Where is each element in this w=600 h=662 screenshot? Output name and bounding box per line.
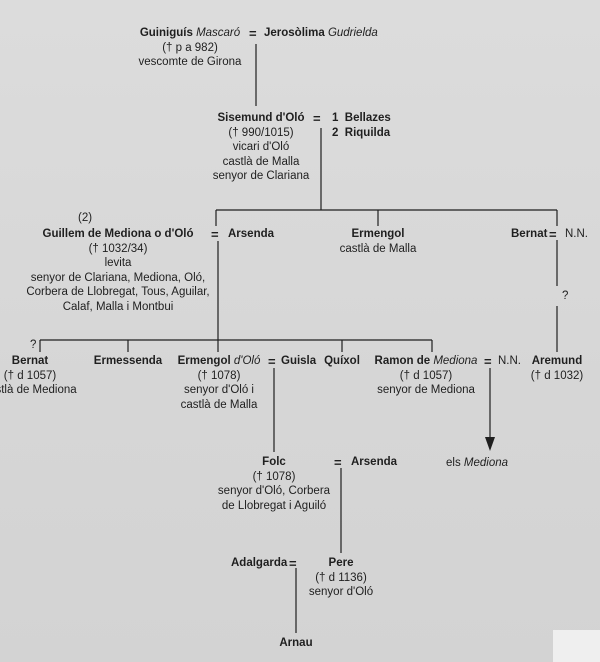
person-guisla: Guisla [281, 354, 316, 369]
person-name: Pere [328, 557, 354, 569]
person-detail: castlà de Malla [222, 155, 300, 168]
person-detail: senyor de Clariana [212, 170, 310, 182]
person-detail: († d 1032) [530, 369, 584, 382]
marriage-sign: = [249, 26, 257, 41]
marriage-sign: = [211, 227, 219, 242]
person-detail: († 1078) [197, 369, 241, 382]
person-detail: († 1032/34) [88, 242, 148, 255]
person-detail: senyor d'Oló, Corbera [217, 485, 331, 497]
person-ermengol-1: Ermengol castlà de Malla [328, 227, 428, 256]
wives-sisemund: 1 Bellazes 2 Riquilda [332, 111, 391, 140]
person-name: Arnau [279, 637, 313, 649]
person-detail: († 1078) [252, 470, 296, 483]
person-detail: de Llobregat i Aguiló [221, 499, 327, 512]
person-aremund: Aremund († d 1032) [522, 354, 592, 383]
marriage-sign: = [334, 455, 342, 470]
person-detail: senyor de Clariana, Mediona, Oló, [30, 271, 206, 284]
person-name: Guiniguís [139, 27, 193, 39]
person-adalgarda: Adalgarda [231, 556, 287, 571]
person-pere: Pere († d 1136) senyor d'Oló [296, 556, 386, 600]
marriage-sign: = [484, 354, 492, 369]
person-name: Arsenda [351, 456, 398, 468]
family-surname: Mediona [463, 457, 509, 469]
wife-riquilda: 2 Riquilda [332, 126, 391, 139]
person-surname: Gudrielda [327, 27, 378, 39]
person-name: Ramon de [374, 355, 434, 367]
marriage-sign: = [313, 111, 321, 126]
person-bernat-2: Bernat († d 1057) castlà de Mediona [0, 354, 80, 398]
person-name: Sisemund d'Oló [217, 112, 305, 124]
person-surname: d'Oló [233, 355, 261, 367]
marriage-sign: = [289, 556, 297, 571]
uncertain-marker: ? [562, 290, 569, 302]
person-detail: castlà de Malla [180, 398, 258, 411]
person-ramon: Ramon de Mediona († d 1057) senyor de Me… [370, 354, 482, 398]
person-detail: levita [104, 257, 132, 269]
family-mediona: els Mediona [446, 456, 508, 471]
person-detail: Calaf, Malla i Montbui [62, 300, 174, 313]
person-name: Jerosòlima [264, 27, 325, 39]
person-name: Quíxol [324, 355, 360, 367]
person-detail: († d 1136) [315, 571, 367, 584]
person-name: Adalgarda [231, 557, 288, 569]
person-arnau: Arnau [266, 636, 326, 651]
person-detail: († 990/1015) [228, 126, 294, 139]
person-quixol: Quíxol [316, 354, 368, 369]
marriage-sign: = [549, 227, 557, 242]
wife-index-marker: (2) [78, 212, 93, 224]
person-name: N.N. [565, 228, 588, 240]
person-nn-1: N.N. [565, 227, 588, 242]
person-surname: Mediona [433, 355, 478, 367]
person-detail: Corbera de Llobregat, Tous, Aguilar, [26, 286, 210, 298]
person-ermessenda: Ermessenda [88, 354, 168, 369]
person-name: Bernat [11, 355, 49, 367]
person-jerosolima: Jerosòlima Gudrielda [264, 26, 378, 41]
person-name: Ermessenda [93, 355, 163, 367]
person-name: Aremund [531, 355, 583, 367]
arrowhead-mediona [485, 437, 495, 451]
person-name: Guillem de Mediona o d'Oló [42, 228, 194, 240]
person-name: Folc [262, 456, 286, 468]
person-detail: († d 1057) [399, 369, 453, 382]
person-name: Bernat [511, 228, 548, 240]
person-sisemund: Sisemund d'Oló († 990/1015) vicari d'Oló… [206, 111, 316, 184]
person-nn-2: N.N. [498, 354, 521, 369]
person-detail: castlà de Malla [339, 242, 417, 255]
person-name: Guisla [281, 355, 317, 367]
person-detail: senyor d'Oló i [184, 384, 254, 396]
person-detail: vicari d'Oló [232, 141, 290, 153]
person-folc: Folc († 1078) senyor d'Oló, Corbera de L… [200, 455, 348, 513]
person-detail: († d 1057) [3, 369, 57, 382]
person-name: Ermengol [351, 228, 405, 240]
person-arsenda-2: Arsenda [351, 455, 397, 470]
person-ermengol-2: Ermengol d'Oló († 1078) senyor d'Oló i c… [172, 354, 266, 412]
person-name: Ermengol [177, 355, 234, 367]
wife-bellazes: 1 Bellazes [332, 112, 391, 124]
person-detail: castlà de Mediona [0, 384, 77, 396]
person-detail: senyor de Mediona [377, 384, 475, 396]
person-bernat-1: Bernat [511, 227, 547, 242]
uncertain-marker: ? [30, 339, 37, 351]
person-guinigis: Guiniguís Mascaró († p a 982) vescomte d… [131, 26, 249, 70]
person-name: Arsenda [228, 228, 275, 240]
person-arsenda-1: Arsenda [228, 227, 274, 242]
marriage-sign: = [268, 354, 276, 369]
person-guillem: Guillem de Mediona o d'Oló († 1032/34) l… [0, 227, 236, 314]
person-name: N.N. [498, 355, 521, 367]
person-detail: vescomte de Girona [138, 56, 242, 68]
person-detail: († p a 982) [162, 41, 218, 54]
person-detail: senyor d'Oló [308, 586, 374, 598]
scan-corner-patch [553, 630, 600, 662]
family-prefix: els [446, 457, 464, 469]
person-surname: Mascaró [196, 27, 241, 39]
